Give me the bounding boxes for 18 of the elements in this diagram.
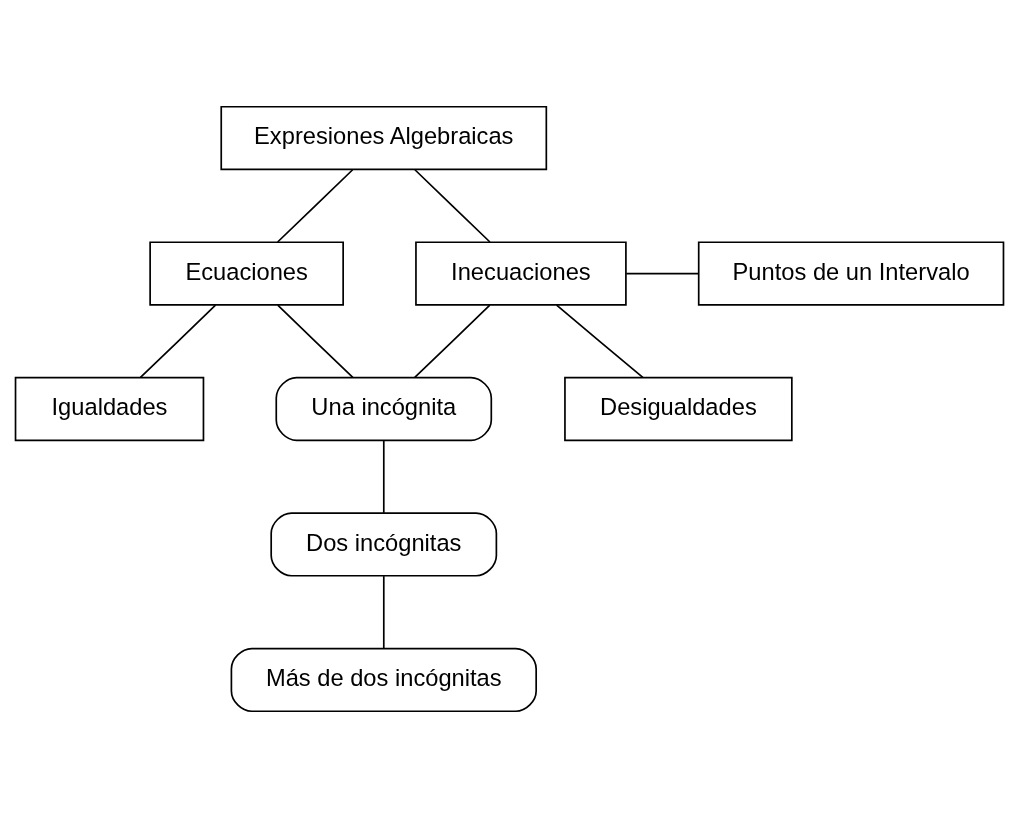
node-box: Igualdades <box>14 376 205 441</box>
node-box: Puntos de un Intervalo <box>697 240 1005 306</box>
node-box: Ecuaciones <box>149 240 344 306</box>
connector <box>276 303 354 378</box>
connector <box>413 303 491 378</box>
node-box: Dos incógnitas <box>270 511 498 577</box>
connector <box>276 168 354 243</box>
node-box: Más de dos incógnitas <box>230 647 537 712</box>
connector <box>382 439 385 514</box>
node-box: Desigualdades <box>564 376 793 441</box>
connector <box>139 303 217 378</box>
connector <box>555 303 644 378</box>
connector <box>625 272 699 274</box>
connector <box>414 168 491 243</box>
node-box: Inecuaciones <box>415 240 627 306</box>
connector <box>382 574 385 649</box>
node-box: Expresiones Algebraicas <box>220 105 548 170</box>
node-box: Una incógnita <box>275 376 493 441</box>
